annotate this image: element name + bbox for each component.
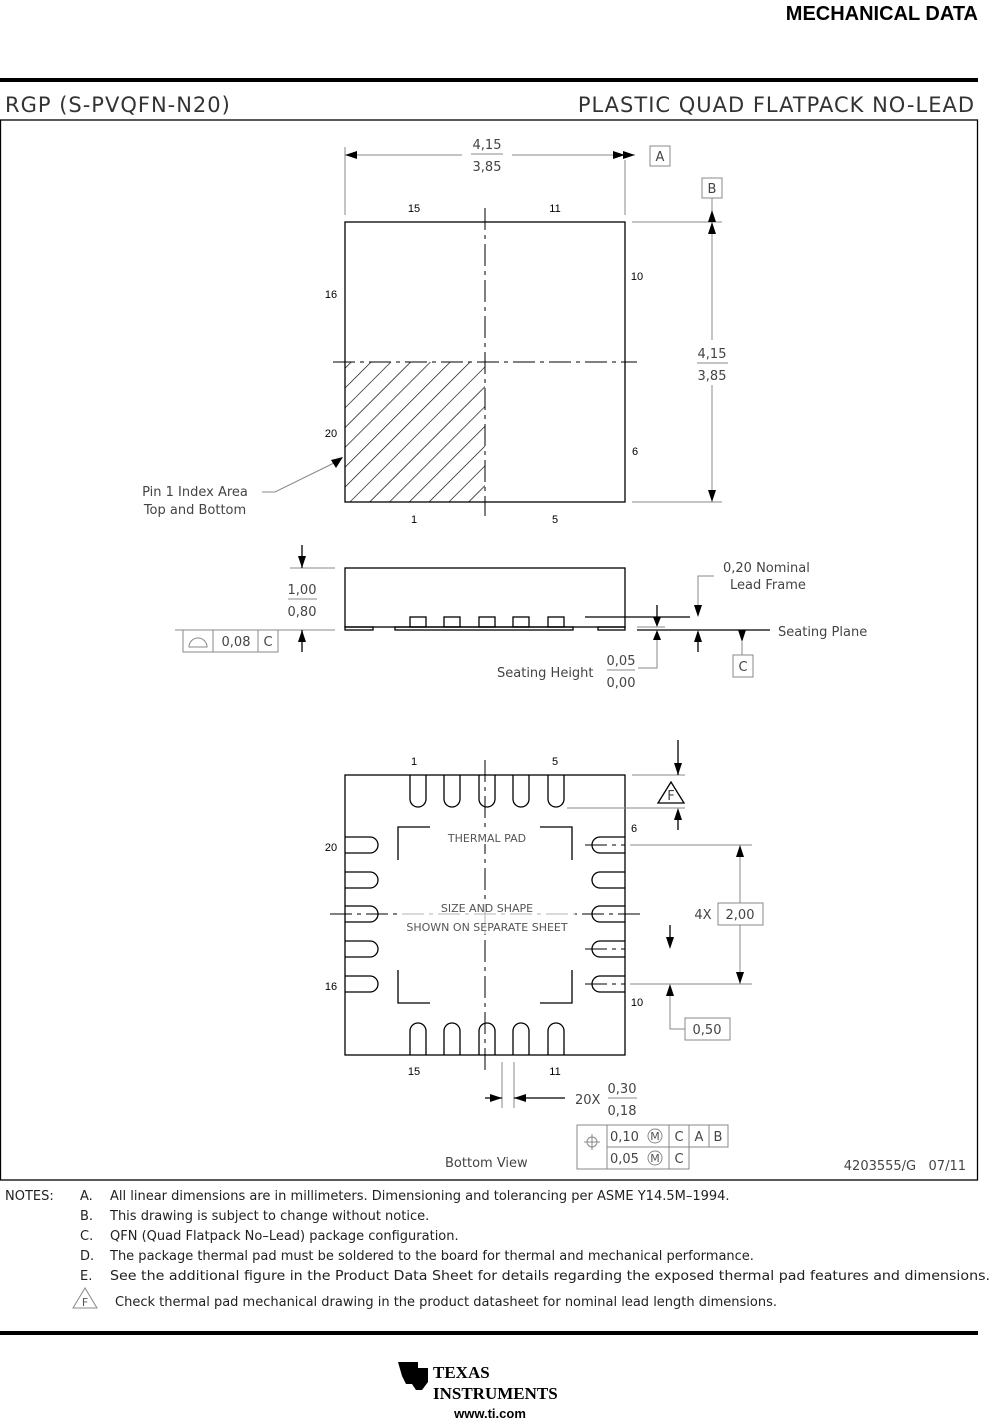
bottom-pin-20: 20	[325, 842, 337, 854]
top-pin-20: 20	[325, 428, 337, 440]
note-letter: E.	[80, 1269, 92, 1284]
note-f-triangle-icon	[72, 1287, 98, 1309]
lead-width-max: 0,30	[608, 1082, 637, 1097]
fcf-row1-d2: A	[695, 1130, 704, 1145]
document-number: 4203555/G 07/11	[844, 1159, 966, 1174]
texas-state-icon	[398, 1362, 428, 1390]
thermal-pad-corners	[397, 826, 573, 1004]
drawing-frame	[0, 119, 979, 1181]
position-tolerance-frame: 0,10 M C A B 0,05 M C	[576, 1124, 729, 1170]
note-f-marker: F	[667, 789, 674, 804]
fcf-row2-tol: 0,05	[610, 1152, 639, 1167]
flatness-frame	[182, 629, 279, 653]
datum-b: B	[708, 182, 717, 197]
seating-height-max: 0,05	[607, 654, 636, 669]
width-count: 20X	[575, 1093, 601, 1108]
note-text: Check thermal pad mechanical drawing in …	[115, 1295, 777, 1310]
lead-frame-label-2: Lead Frame	[730, 578, 806, 593]
footer-url[interactable]: www.ti.com	[453, 1406, 526, 1421]
datum-c: C	[738, 660, 747, 675]
note-text: QFN (Quad Flatpack No–Lead) package conf…	[110, 1229, 459, 1244]
side-height-max: 1,00	[288, 583, 317, 598]
bottom-pin-6: 6	[631, 823, 637, 835]
bottom-rule	[0, 1331, 978, 1335]
pin1-index-label-2: Top and Bottom	[143, 503, 246, 518]
top-pin-10: 10	[631, 271, 643, 283]
fcf-row1-tol: 0,10	[610, 1130, 639, 1145]
fcf-row1-mod: M	[650, 1130, 660, 1143]
top-pin-16: 16	[325, 289, 337, 301]
top-rule	[0, 78, 978, 82]
thermal-pad-label: THERMAL PAD	[447, 832, 526, 845]
note-letter: B.	[80, 1209, 93, 1224]
fcf-row2-d1: C	[674, 1152, 683, 1167]
bottom-pin-15: 15	[408, 1066, 420, 1078]
bottom-pin-11: 11	[549, 1066, 560, 1078]
lead-pitch-value: 0,50	[693, 1023, 722, 1038]
top-pin-1: 1	[411, 514, 417, 526]
bottom-pin-10: 10	[631, 997, 643, 1009]
top-height-min: 3,85	[698, 369, 727, 384]
bottom-view: THERMAL PAD SIZE AND SHAPE SHOWN ON SEPA…	[325, 740, 764, 1171]
note-text: The package thermal pad must be soldered…	[109, 1249, 754, 1264]
note-text: All linear dimensions are in millimeters…	[110, 1189, 730, 1204]
separate-sheet-label: SHOWN ON SEPARATE SHEET	[406, 921, 567, 934]
note-text: See the additional figure in the Product…	[110, 1269, 990, 1284]
package-code: RGP (S-PVQFN-N20)	[5, 93, 231, 117]
ti-logo: TEXAS INSTRUMENTS	[398, 1362, 558, 1403]
brand-line-1: TEXAS	[433, 1363, 490, 1382]
flatness-datum: C	[263, 635, 272, 650]
package-name: PLASTIC QUAD FLATPACK NO-LEAD	[578, 93, 975, 117]
top-width-min: 3,85	[473, 160, 502, 175]
top-pin-5: 5	[552, 514, 558, 526]
pin1-index-hatch	[345, 362, 485, 502]
package-outline-side	[344, 567, 626, 628]
pitch-value: 2,00	[726, 908, 755, 923]
fcf-row2-mod: M	[650, 1152, 660, 1165]
fcf-row1-d1: C	[674, 1130, 683, 1145]
size-shape-label: SIZE AND SHAPE	[441, 902, 533, 915]
note-letter: A.	[80, 1189, 93, 1204]
note-letter: D.	[80, 1249, 94, 1264]
position-symbol-icon	[584, 1134, 600, 1150]
bottom-view-label: Bottom View	[445, 1156, 528, 1171]
note-letter: F	[82, 1296, 88, 1309]
note-text: This drawing is subject to change withou…	[109, 1209, 429, 1224]
top-height-max: 4,15	[698, 347, 727, 362]
bottom-pin-1: 1	[411, 756, 417, 768]
lead-frame-label-1: 0,20 Nominal	[723, 561, 810, 576]
side-view: 1,00 0,80 0,08 C Seating Plane 0,20 Nomi…	[175, 545, 867, 691]
seating-height-min: 0,00	[607, 676, 636, 691]
bottom-pin-5: 5	[552, 756, 558, 768]
brand-line-2: INSTRUMENTS	[433, 1384, 558, 1403]
top-pin-15: 15	[408, 203, 420, 215]
side-height-min: 0,80	[288, 605, 317, 620]
page-header-title: MECHANICAL DATA	[786, 3, 978, 25]
note-f-triangle-icon	[656, 780, 686, 804]
fcf-row1-d3: B	[714, 1130, 723, 1145]
flatness-value: 0,08	[222, 635, 251, 650]
seating-height-label: Seating Height	[497, 666, 594, 681]
lead-width-min: 0,18	[608, 1104, 637, 1119]
bottom-pin-16: 16	[325, 981, 337, 993]
pin1-index-label-1: Pin 1 Index Area	[142, 485, 248, 500]
top-pin-11: 11	[549, 203, 560, 215]
flatness-symbol-icon	[188, 637, 208, 648]
top-pin-6: 6	[632, 446, 638, 458]
datum-a: A	[656, 150, 665, 165]
top-width-max: 4,15	[473, 138, 502, 153]
note-letter: C.	[80, 1229, 93, 1244]
top-view: 4,15 3,85 A B 4,15 3,85 15 11 16 10 20 6…	[142, 138, 728, 526]
notes-heading: NOTES:	[5, 1189, 54, 1204]
pitch-count: 4X	[694, 908, 711, 923]
notes: NOTES: A. All linear dimensions are in m…	[5, 1189, 990, 1310]
seating-plane-label: Seating Plane	[778, 625, 867, 640]
